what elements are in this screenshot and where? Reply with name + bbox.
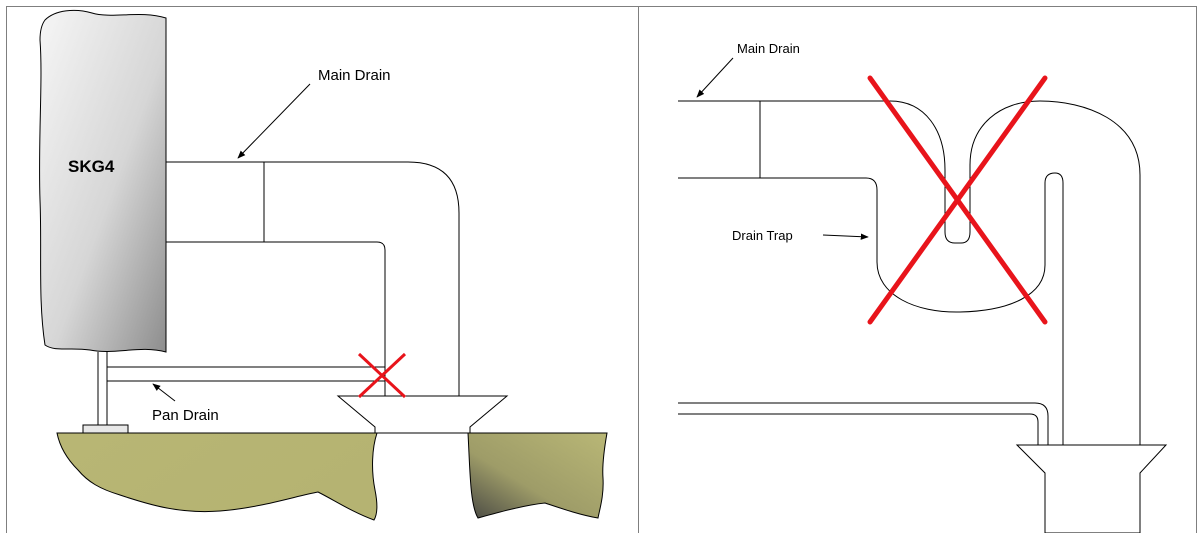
- skg4-unit: [39, 9, 167, 353]
- pan-drain-label: Pan Drain: [152, 407, 219, 424]
- trap-pipe-inner: [678, 172, 1064, 445]
- ground-right: [467, 432, 608, 519]
- floor-funnel-right: [1015, 444, 1168, 533]
- x-mark-icon: [867, 75, 1048, 325]
- floor-funnel: [336, 395, 509, 434]
- trap-pipe-outer: [678, 100, 1141, 445]
- arrow-icon: [237, 83, 311, 159]
- arrow-icon: [696, 57, 734, 98]
- x-mark-icon: [357, 352, 407, 399]
- diagram-border: [6, 6, 1197, 533]
- ground-left: [56, 432, 378, 521]
- main-drain-pipe-inner: [166, 241, 386, 396]
- right-panel: Main Drain Drain Trap: [678, 41, 1168, 533]
- arrow-icon: [152, 383, 176, 402]
- main-drain-pipe-outer: [166, 161, 460, 396]
- unit-foot: [82, 424, 129, 434]
- unit-label: SKG4: [68, 157, 115, 176]
- left-panel: SKG4 Main Drain Pan Drain: [39, 9, 608, 521]
- secondary-pipe-bottom: [678, 413, 1039, 445]
- main-drain-label-right: Main Drain: [737, 41, 800, 56]
- arrow-icon: [822, 233, 869, 240]
- drain-trap-label: Drain Trap: [732, 228, 793, 243]
- secondary-pipe-top: [678, 402, 1049, 445]
- main-drain-label-left: Main Drain: [318, 67, 391, 84]
